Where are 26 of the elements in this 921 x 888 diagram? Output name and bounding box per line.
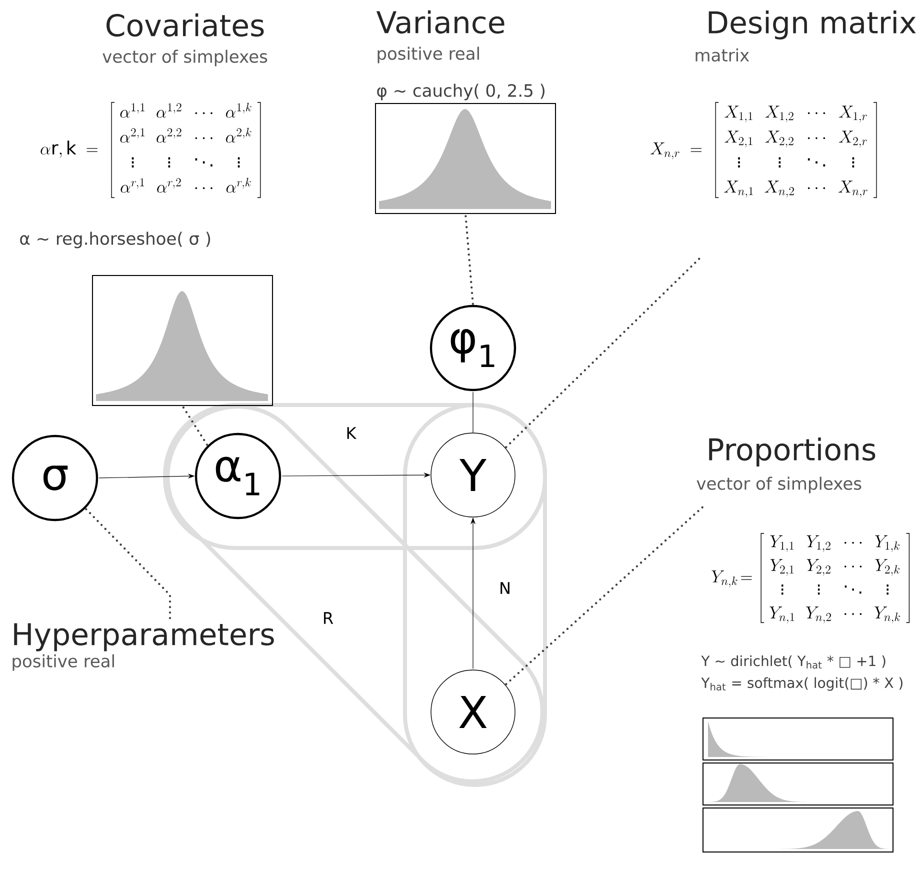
formula-text: φ ~ cauchy( 0, 2.5 ): [377, 84, 544, 100]
subheading: matrix: [696, 48, 750, 62]
leader-line: [505, 256, 702, 448]
subheading: vector of simplexes: [696, 476, 862, 494]
density-plot-drawing: [375, 103, 556, 214]
leader-line: [464, 212, 474, 305]
subheading: positive real: [378, 46, 479, 64]
matrix-formula: $X_{n,r}\;=\;\left[\begin{array}{cccc}X_{1,1} & X_{1,2} & \cdots & X_{1,r}\\ X_{2,1} & X_{2,2} & \cdots & X_{2,r}\\ \vdots & \vdots & \ddots & \vdots\\ X_{n,1} & X_{n,2} & \cdots & X_{n,r}\end{array}\right]$: [650, 102, 877, 198]
plate-label: R: [324, 612, 334, 624]
annotation-text: Hyperparameters positive real: [12, 623, 274, 671]
heading: Proportions: [709, 437, 876, 467]
heading: Covariates: [106, 13, 264, 37]
heading: Design matrix: [708, 10, 916, 40]
connector-line: [472, 392, 474, 433]
formula-text: Y$_{hat}$ = softmax( logit(□) * X ): [701, 677, 902, 691]
leader-line: [505, 504, 706, 686]
leader-line: [181, 404, 208, 446]
heading: Variance: [376, 10, 504, 34]
plate-label: K: [347, 427, 357, 439]
plate-label: N: [500, 582, 510, 594]
formula-text: Y ~ dirichlet( Y$_{hat}$ * □ +1 ): [701, 655, 886, 669]
density-plot-drawing: [92, 275, 273, 406]
subheading: vector of simplexes: [102, 50, 268, 66]
matrix-formula: $Y_{n,k}\!=\left[\begin{array}{cccc}Y_{1,1} & Y_{1,2} & \cdots & Y_{1,k}\\ Y_{2,1} & Y_{2,2} & \cdots & Y_{2,k}\\ \vdots & \vdots & \ddots & \vdots\\ Y_{n,1} & Y_{n,2} & \cdots & Y_{n,k}\end{array}\right]$: [712, 533, 910, 624]
matrix-formula: $\alpha\mathrm{r,k}\;=\;\left[\begin{array}{cccc}\alpha^{1,1} & \alpha^{1,2} & \cdots & \alpha^{1,k}\\ \alpha^{2,1} & \alpha^{2,2} & \cdots & \alpha^{2,k}\\ \vdots & \vdots & \ddots & \vdots\\ \alpha^{r,1} & \alpha^{r,2} & \cdots & \alpha^{r,k}\end{array}\right]$: [40, 102, 261, 198]
formula-text: α ~ reg.horseshoe( σ ): [20, 232, 210, 248]
